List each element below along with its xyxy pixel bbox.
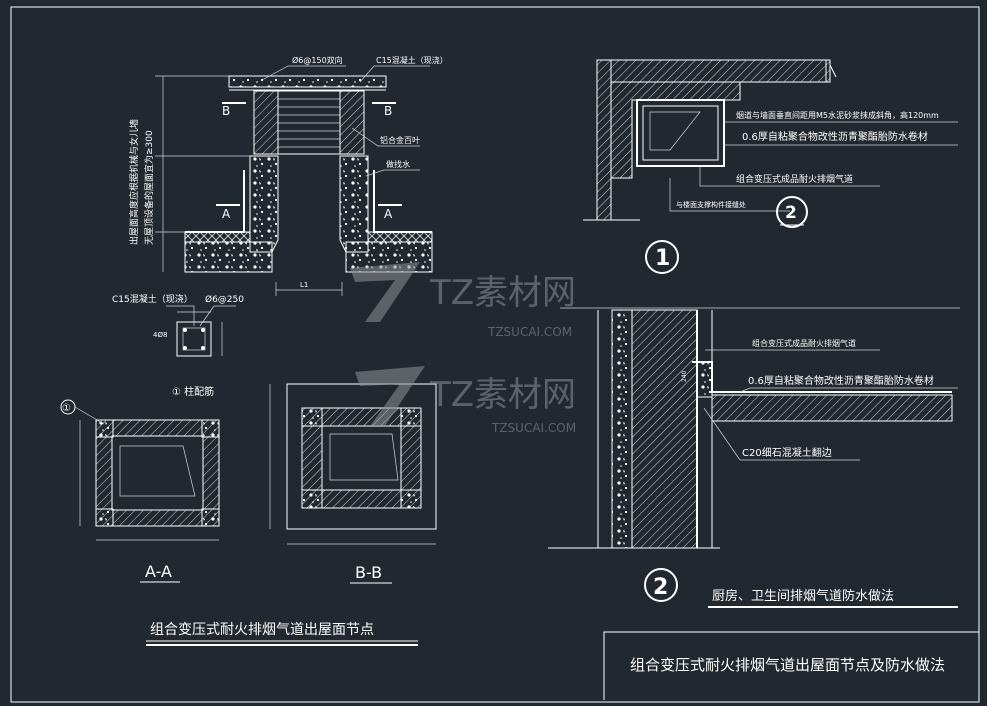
louver-post-left [253,90,279,155]
svg-text:240: 240 [681,370,688,382]
detail1-mark-circle [645,240,679,274]
detail1-note-1: 烟道与墙面垂直间距用M5水泥砂浆抹成斜角，高120mm [736,110,939,120]
detail1-ref-mark: 2 [785,203,797,223]
detail2-note-2: 0.6厚自粘聚合物改性沥青聚酯胎防水卷材 [748,374,934,387]
detail2-wall [611,309,633,549]
section-aa-mark: ① [62,403,71,414]
detail2-note-1: 组合变压式成品耐火排烟气道 [752,338,856,348]
section-b-b: B-B [269,383,437,584]
section-mark-a-right: A [384,207,393,221]
detail2-duct-wall [631,309,698,549]
title-block-frame [603,631,979,700]
watermark-url-2: TZSUCAI.COM [491,421,576,435]
main-title: 组合变压式耐火排烟气道出屋面节点及防水做法 [630,656,945,674]
watermark: TZ素材网 TZSUCAI.COM TZ素材网 TZSUCAI.COM [350,262,576,435]
watermark-brand-2: TZ素材网 [429,375,576,415]
detail1-note-4: 与楼面支撑构件接缝处 [676,200,746,209]
shaft-wall-right [339,155,369,253]
cap-slab [228,75,387,88]
vertical-note-1: 出屋面高度应根据机械与女儿墙 [128,119,140,245]
detail2-mark: 2 [653,575,668,600]
section-a-a: ① A-A [60,399,220,583]
section-bb-label: B-B [355,563,382,582]
detail2-slab [711,394,953,422]
detail2-note-3: C20细石混凝土翻边 [742,446,832,459]
detail-2: 组合变压式成品耐火排烟气道 0.6厚自粘聚合物改性沥青聚酯胎防水卷材 C20细石… [548,307,960,608]
section-mark-b-left: B [222,104,230,118]
detail1-ref-circle [776,196,808,228]
detail1-duct [636,99,725,167]
section-mark-a-left: A [222,207,231,221]
label-top-rebar: Ø6@150双向 [292,55,343,65]
shaft-wall-left [249,155,279,253]
label-louver: 铝合金百叶 [380,135,420,145]
drawing-border [10,6,980,703]
left-detail-caption: 组合变压式耐火排烟气道出屋面节点 [150,622,374,638]
detail1-note-3: 组合变压式成品耐火排烟气道 [736,173,853,185]
column-rebar-detail: C15混凝土（现浇） Ø6@250 4Ø8 ① 柱配筋 [112,293,244,398]
column-outline [176,321,212,357]
label-top-slab: C15混凝土（现浇） [376,55,448,65]
detail2-mark-circle [644,568,678,602]
vertical-note-2: 无屋顶设备的屋面宜为≥300 [143,130,155,245]
louver-block [277,90,341,155]
dim-l1: L1 [300,281,308,289]
section-aa-label: A-A [145,562,172,581]
section-mark-b-right: B [384,104,392,118]
column-rebar-label: Ø6@250 [205,294,244,305]
detail1-note-2: 0.6厚自粘聚合物改性沥青聚酯胎防水卷材 [742,130,928,143]
watermark-brand-1: TZ素材网 [429,273,576,313]
louver-post-right [339,90,365,155]
detail1-mark: 1 [655,246,670,271]
column-concrete-label: C15混凝土（现浇） [112,293,193,305]
detail2-caption: 厨房、卫生间排烟气道防水做法 [712,588,894,604]
roof-slab-left [184,241,273,273]
roof-outlet-detail: L1 B B A A Ø6@150双向 C15混凝土（现浇） 铝合金百叶 做找水… [128,55,448,296]
column-caption: ① 柱配筋 [172,385,214,398]
label-plaster: 做找水 [386,159,410,169]
watermark-url-1: TZSUCAI.COM [487,325,572,339]
detail-1: 烟道与墙面垂直间距用M5水泥砂浆抹成斜角，高120mm 0.6厚自粘聚合物改性沥… [583,59,958,274]
column-corner-label: 4Ø8 [153,331,167,339]
